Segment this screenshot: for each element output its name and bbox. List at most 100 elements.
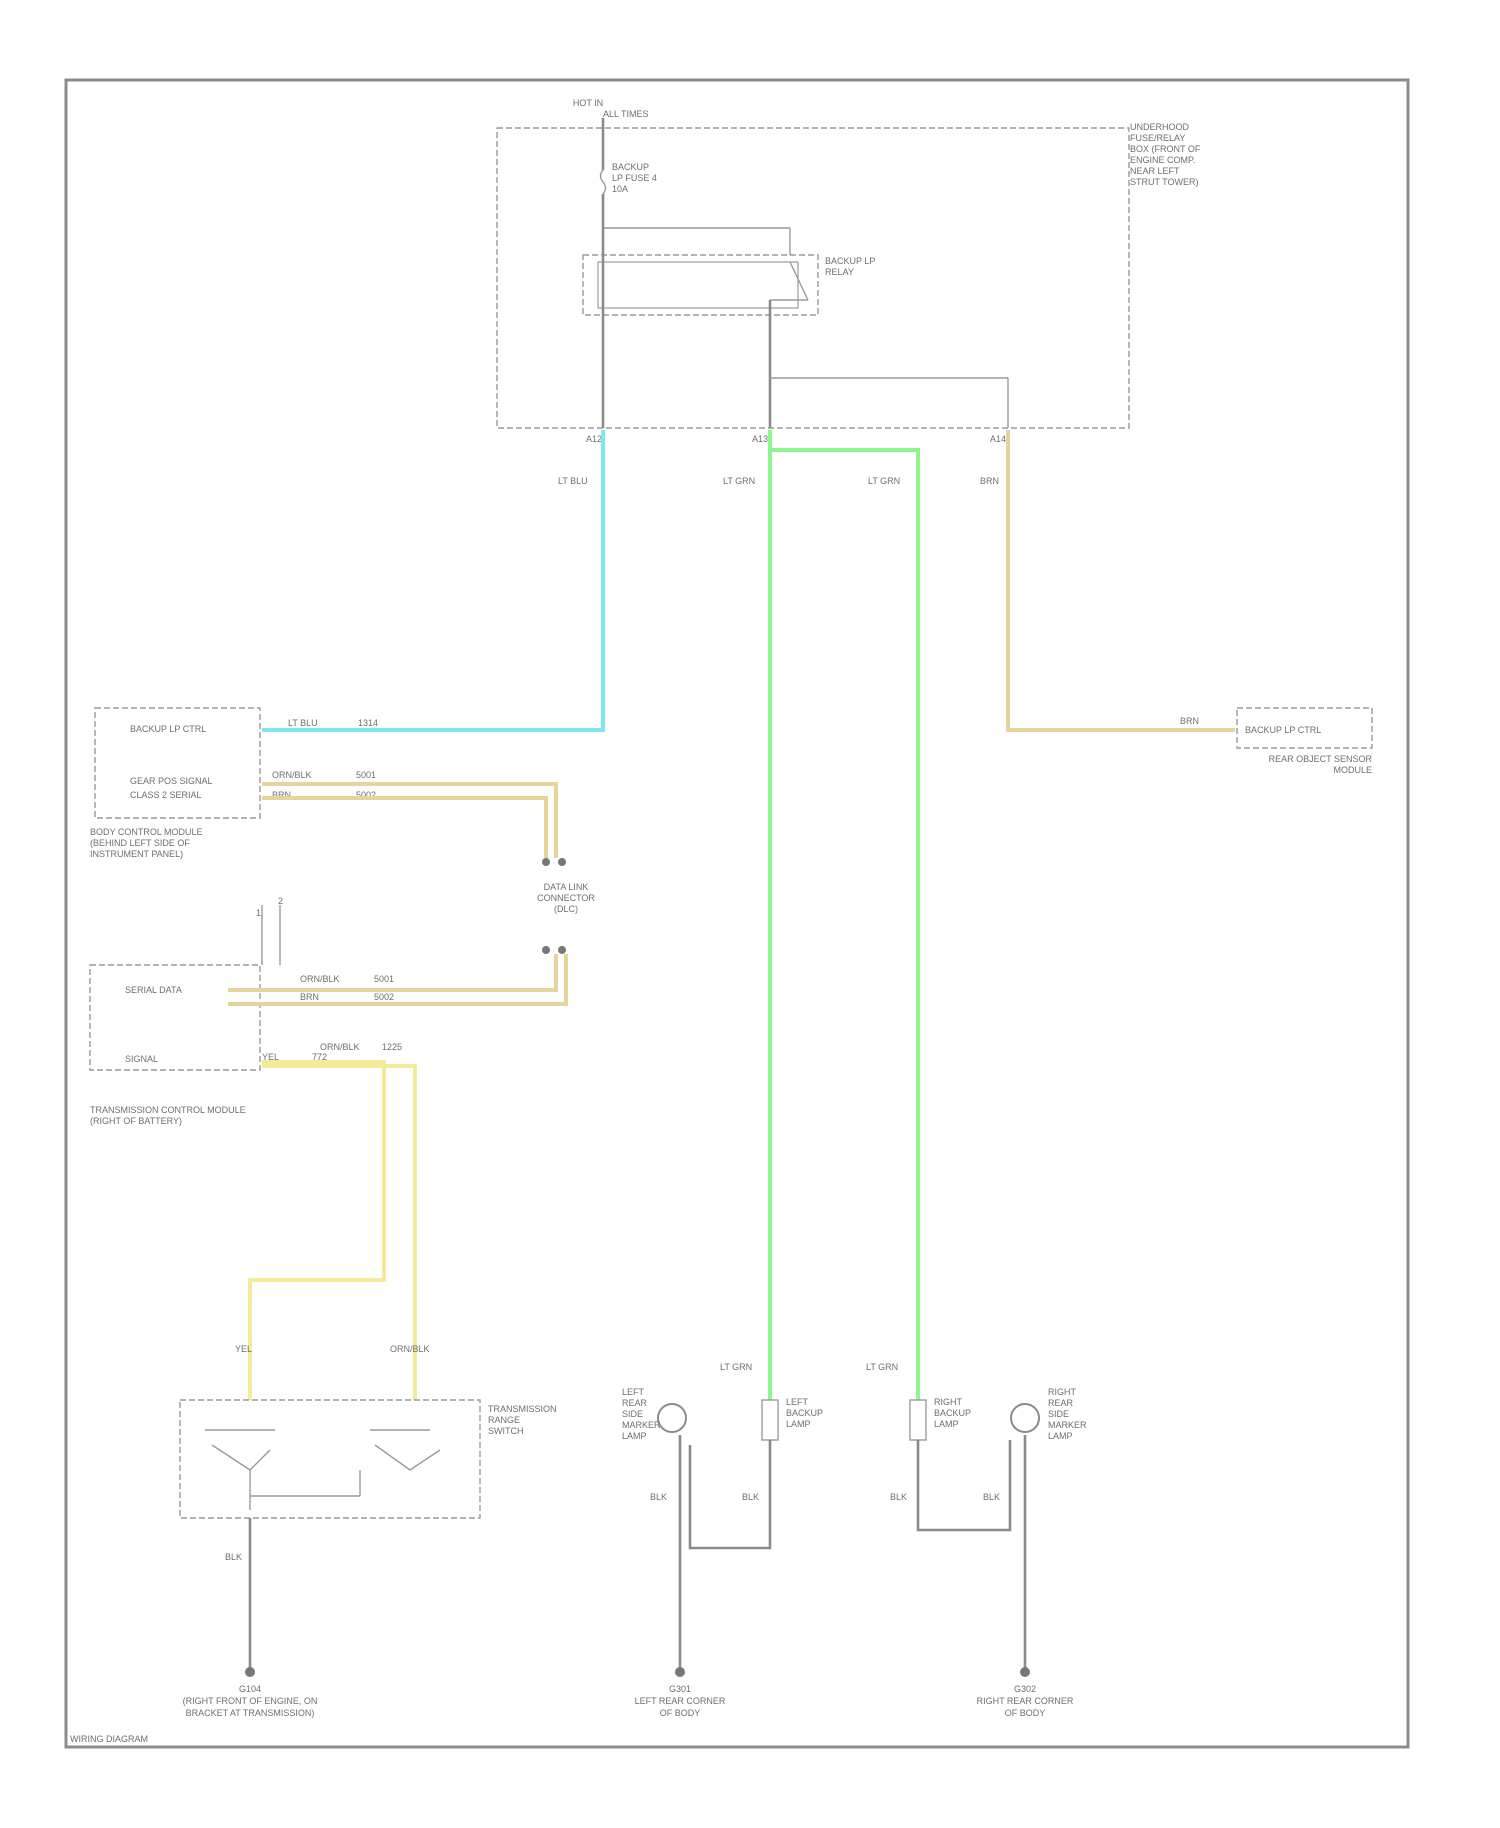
splice-pin-1	[542, 858, 550, 866]
bcm-wire-2: ORN/BLK	[272, 770, 312, 780]
ground-left-2: (RIGHT FRONT OF ENGINE, ON	[183, 1696, 318, 1706]
ground-right-symbol	[1020, 1667, 1030, 1677]
lamp-wire-b: LT GRN	[866, 1362, 898, 1372]
lamp4-name-3: SIDE	[1048, 1409, 1069, 1419]
sensor-label: BACKUP LP CTRL	[1245, 725, 1321, 735]
tcm-name-2: (RIGHT OF BATTERY)	[90, 1116, 182, 1126]
right-backup-lamp	[910, 1400, 926, 1440]
tcm-serial-wire-1	[228, 954, 556, 990]
splice-name-2: CONNECTOR	[537, 893, 595, 903]
lamp3-name-1: RIGHT	[934, 1397, 963, 1407]
ground-right-3: OF BODY	[1005, 1708, 1046, 1718]
brown-wire	[1008, 430, 1235, 730]
sensor-wire: BRN	[1180, 716, 1199, 726]
right-side-marker-lamp	[1011, 1404, 1039, 1432]
lamp4-name-1: RIGHT	[1048, 1387, 1077, 1397]
left-backup-lamp	[762, 1400, 778, 1440]
switch-wire-2: ORN/BLK	[390, 1344, 430, 1354]
module-name-5: NEAR LEFT	[1130, 166, 1180, 176]
switch-name-1: TRANSMISSION	[488, 1404, 557, 1414]
relay-name: BACKUP LP	[825, 256, 875, 266]
lamp4-name-2: REAR	[1048, 1398, 1074, 1408]
bcm-wire-2b: 5001	[356, 770, 376, 780]
splice-name-3: (DLC)	[554, 904, 578, 914]
tcm-wire-4: ORN/BLK	[320, 1042, 360, 1052]
lamp2-name-2: REAR	[622, 1398, 648, 1408]
connector-b: A13	[752, 434, 768, 444]
ground-left-symbol	[245, 1667, 255, 1677]
fuse-relay-box	[497, 128, 1129, 428]
lamp4-name-4: MARKER	[1048, 1420, 1087, 1430]
ground-mid-symbol	[675, 1667, 685, 1677]
wire-b-color: LT GRN	[723, 476, 755, 486]
wire-a-color: LT BLU	[558, 476, 588, 486]
bcm-name-2: (BEHIND LEFT SIDE OF	[90, 838, 190, 848]
bcm-label-1: BACKUP LP CTRL	[130, 724, 206, 734]
light-blue-wire	[262, 430, 603, 730]
ground-mid-2: LEFT REAR CORNER	[635, 1696, 726, 1706]
bcm-name-1: BODY CONTROL MODULE	[90, 827, 203, 837]
ground-mid-3: OF BODY	[660, 1708, 701, 1718]
tcm-wire-1b: 5001	[374, 974, 394, 984]
module-name-2: FUSE/RELAY	[1130, 133, 1185, 143]
backup-relay	[583, 255, 818, 315]
lamp-gnd-d: BLK	[983, 1492, 1000, 1502]
tcm-wire-4b: 1225	[382, 1042, 402, 1052]
lamp3-name-2: BACKUP	[934, 1408, 971, 1418]
connector-a: A12	[586, 434, 602, 444]
lamp1-name-1: LEFT	[786, 1397, 809, 1407]
sensor-name: REAR OBJECT SENSOR	[1269, 754, 1373, 764]
lamp2-name-1: LEFT	[622, 1387, 645, 1397]
right-lamp-link-wire	[918, 1440, 1010, 1530]
ground-left-3: BRACKET AT TRANSMISSION)	[186, 1708, 315, 1718]
bcm-label-2: GEAR POS SIGNAL	[130, 776, 213, 786]
module-name-3: BOX (FRONT OF	[1130, 144, 1201, 154]
module-name-6: STRUT TOWER)	[1130, 177, 1199, 187]
fuse-name-2: LP FUSE 4	[612, 173, 657, 183]
wire-c-color: LT GRN	[868, 476, 900, 486]
wire-d-color: BRN	[980, 476, 999, 486]
tcm-wire-2b: 5002	[374, 992, 394, 1002]
splice-pin-3	[542, 946, 550, 954]
lamp-gnd-a: BLK	[650, 1492, 667, 1502]
sensor-name-2: MODULE	[1333, 765, 1372, 775]
footer-label: WIRING DIAGRAM	[70, 1734, 148, 1744]
ground-right-1: G302	[1014, 1684, 1036, 1694]
switch-name-2: RANGE	[488, 1415, 520, 1425]
light-green-wire-right	[770, 450, 918, 1400]
tcm-label-1: SERIAL DATA	[125, 985, 182, 995]
switch-wire-3: BLK	[225, 1552, 242, 1562]
relay-name-2: RELAY	[825, 267, 854, 277]
switch-arm-1	[212, 1445, 250, 1470]
splice-pin-4	[558, 946, 566, 954]
lamp-gnd-b: BLK	[742, 1492, 759, 1502]
diagram-frame	[66, 80, 1408, 1747]
tcm-pin-label-1: 1	[256, 908, 261, 918]
switch-arm-3	[375, 1445, 410, 1470]
module-name-4: ENGINE COMP.	[1130, 155, 1195, 165]
left-side-marker-lamp	[658, 1404, 686, 1432]
tcm-wire-1: ORN/BLK	[300, 974, 340, 984]
bcm-serial-wire-1	[262, 784, 556, 858]
fuse-symbol	[601, 170, 606, 194]
tcm-name-1: TRANSMISSION CONTROL MODULE	[90, 1105, 246, 1115]
module-name-1: UNDERHOOD	[1130, 122, 1190, 132]
bcm-serial-wire-2	[262, 798, 546, 858]
transmission-range-switch	[180, 1400, 480, 1518]
switch-wire-1: YEL	[235, 1344, 252, 1354]
tcm-serial-wire-2	[228, 954, 566, 1004]
switch-arm-4	[410, 1450, 440, 1470]
bcm-wire-1b: 1314	[358, 718, 378, 728]
bcm-label-3: CLASS 2 SERIAL	[130, 790, 202, 800]
hot-at-all-times-label-2: ALL TIMES	[603, 109, 649, 119]
switch-name-3: SWITCH	[488, 1426, 524, 1436]
switch-arm-2	[250, 1450, 270, 1470]
bcm-name-3: INSTRUMENT PANEL)	[90, 849, 183, 859]
lamp2-name-5: LAMP	[622, 1431, 647, 1441]
ground-left-1: G104	[239, 1684, 261, 1694]
tcm-wire-2: BRN	[300, 992, 319, 1002]
yellow-wire	[250, 1062, 384, 1400]
hot-at-all-times-label: HOT IN	[573, 98, 603, 108]
ground-mid-1: G301	[669, 1684, 691, 1694]
